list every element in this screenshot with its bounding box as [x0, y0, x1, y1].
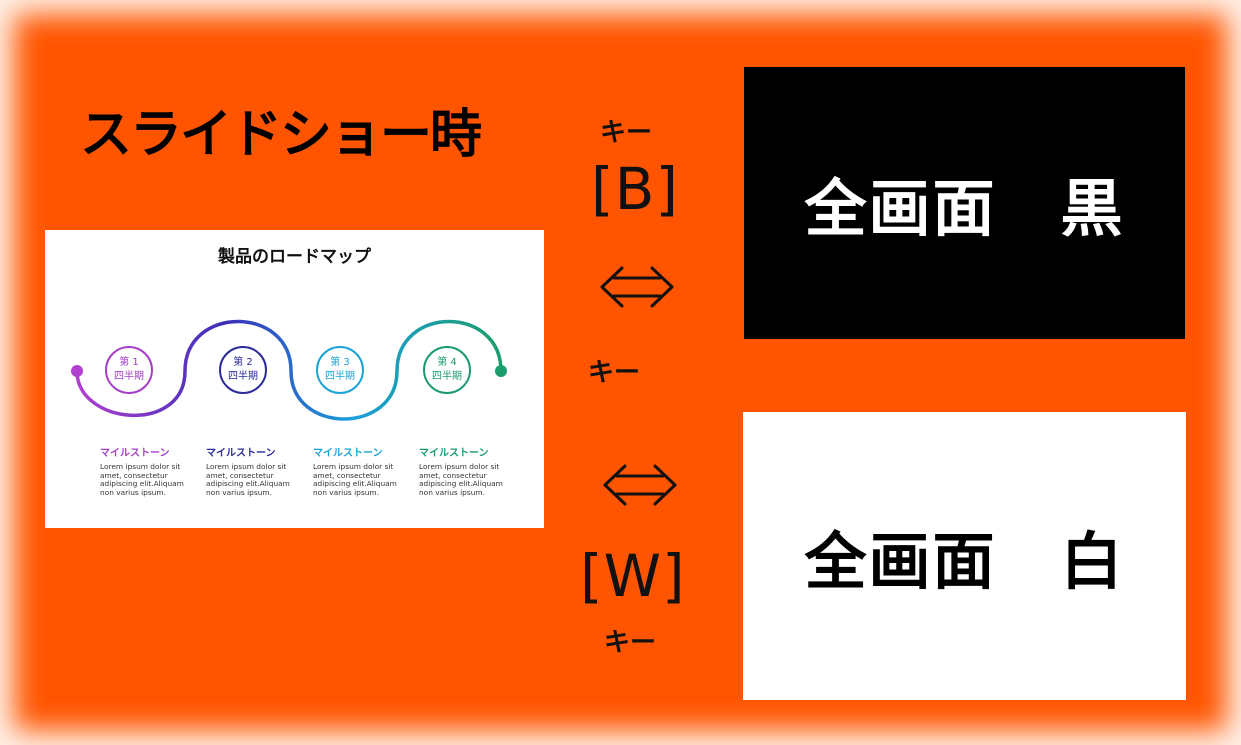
fullscreen-black-panel: 全画面 黒 [744, 67, 1185, 339]
quarter-2-circle: 第 2 四半期 [219, 346, 267, 394]
key-w: [W] [580, 542, 686, 610]
quarter-sub: 四半期 [114, 371, 144, 382]
quarter-sub: 四半期 [325, 371, 355, 382]
quarter-4-circle: 第 4 四半期 [423, 346, 471, 394]
page-title: スライドショー時 [80, 105, 482, 165]
milestone-2: マイルストーン Lorem ipsum dolor sit amet, cons… [206, 444, 296, 497]
milestone-text: Lorem ipsum dolor sit amet, consectetur … [313, 462, 397, 497]
milestone-title: マイルストーン [100, 448, 170, 459]
key-label-middle: キー [588, 358, 641, 388]
milestone-title: マイルストーン [206, 448, 276, 459]
quarter-sub: 四半期 [228, 371, 258, 382]
milestone-4: マイルストーン Lorem ipsum dolor sit amet, cons… [419, 444, 509, 497]
quarter-label: 第 2 [233, 357, 253, 368]
milestone-text: Lorem ipsum dolor sit amet, consectetur … [419, 462, 503, 497]
quarter-3-circle: 第 3 四半期 [316, 346, 364, 394]
milestone-title: マイルストーン [419, 448, 489, 459]
fullscreen-white-panel: 全画面 白 [743, 412, 1186, 700]
key-label-b: キー [600, 118, 653, 148]
key-b: [B] [591, 155, 680, 223]
milestone-1: マイルストーン Lorem ipsum dolor sit amet, cons… [100, 444, 190, 497]
double-arrow-icon [603, 464, 677, 506]
milestone-text: Lorem ipsum dolor sit amet, consectetur … [206, 462, 290, 497]
path-end-dot [495, 365, 507, 377]
slide-title: 製品のロードマップ [218, 247, 371, 267]
milestone-text: Lorem ipsum dolor sit amet, consectetur … [100, 462, 184, 497]
quarter-1-circle: 第 1 四半期 [105, 346, 153, 394]
double-arrow-icon [600, 266, 674, 308]
slide-thumbnail: 製品のロードマップ 第 1 四半期 第 2 四半期 第 3 四半期 第 4 四半… [45, 230, 544, 528]
quarter-label: 第 4 [437, 357, 457, 368]
quarter-label: 第 3 [330, 357, 350, 368]
key-label-w: キー [604, 628, 657, 658]
roadmap-path [71, 319, 507, 421]
quarter-sub: 四半期 [432, 371, 462, 382]
path-start-dot [71, 365, 83, 377]
milestone-3: マイルストーン Lorem ipsum dolor sit amet, cons… [313, 444, 403, 497]
quarter-label: 第 1 [119, 357, 139, 368]
milestone-title: マイルストーン [313, 448, 383, 459]
